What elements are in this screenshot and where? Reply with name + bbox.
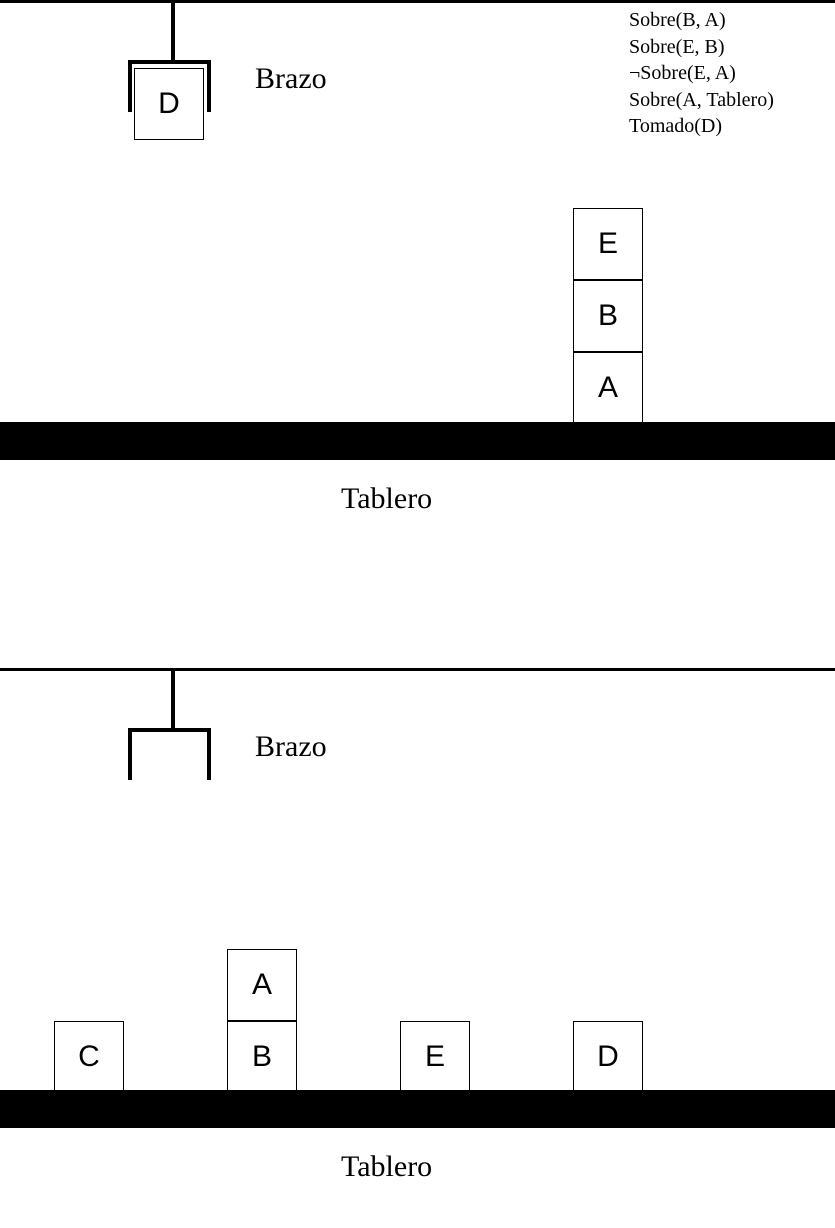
table-surface <box>0 422 835 460</box>
arm-rail <box>0 668 835 671</box>
predicate: Sobre(B, A) <box>629 9 726 31</box>
predicate: Sobre(E, B) <box>629 35 725 58</box>
gripper-right-finger <box>207 60 211 112</box>
arm-stem <box>171 3 175 62</box>
stack-block-middle: B <box>573 280 643 352</box>
arm-rail <box>0 0 835 3</box>
arm-label: Brazo <box>255 62 327 95</box>
stack-block-top: E <box>573 208 643 280</box>
initial-state-diagram: D Brazo Sobre(B, A) Sobre(E, B) ¬Sobre(E… <box>0 0 835 560</box>
table-surface <box>0 1090 835 1128</box>
table-label: Tablero <box>341 1150 433 1183</box>
gripper-bar <box>128 60 211 64</box>
block-b: B <box>227 1021 297 1093</box>
arm-label: Brazo <box>255 730 327 763</box>
gripper-bar <box>128 728 211 732</box>
block-e: E <box>400 1021 470 1093</box>
predicate-list: Sobre(B, A) Sobre(E, B) ¬Sobre(E, A) Sob… <box>629 7 774 140</box>
goal-state-diagram: Brazo C A B E D Tablero <box>0 668 835 1228</box>
block-d: D <box>573 1021 643 1093</box>
table-label: Tablero <box>341 482 433 515</box>
gripper-left-finger <box>128 728 132 780</box>
block-c: C <box>54 1021 124 1093</box>
arm-stem <box>171 671 175 730</box>
stack-block-bottom: A <box>573 352 643 424</box>
predicate: Sobre(A, Tablero) <box>629 88 774 111</box>
predicate: ¬Sobre(E, A) <box>629 62 736 84</box>
gripper-right-finger <box>207 728 211 780</box>
block-a: A <box>227 949 297 1021</box>
held-block: D <box>134 68 204 140</box>
predicate: Tomado(D) <box>629 115 723 137</box>
gripper-left-finger <box>128 60 132 112</box>
